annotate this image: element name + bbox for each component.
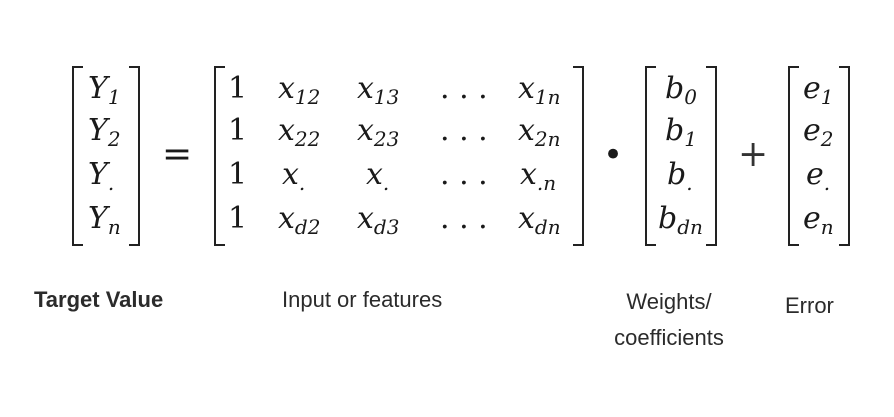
y-vector-entry: Yn <box>88 201 121 239</box>
e-vector-right-bracket <box>839 66 850 246</box>
x-matrix-entry: x. <box>282 157 306 195</box>
x-matrix-entry: xdn <box>518 201 561 239</box>
x-matrix-entry: x2n <box>518 113 561 151</box>
x-matrix-entry: x22 <box>278 113 321 151</box>
x-matrix-entry: x1n <box>518 71 561 109</box>
b-vector-entry: b0 <box>665 71 697 109</box>
e-vector-entry: e1 <box>803 71 834 109</box>
x-matrix-entry: x.n <box>520 157 557 195</box>
x-matrix-ellipsis: . . . <box>440 201 488 236</box>
x-matrix-entry: x13 <box>357 71 400 109</box>
dot-operator: • <box>603 135 624 175</box>
x-matrix-entry: xd2 <box>278 201 321 239</box>
weights-label-line1: Weights/ <box>626 289 712 314</box>
input-features-label: Input or features <box>282 287 443 312</box>
x-matrix-ellipsis: . . . <box>440 71 488 106</box>
b-vector-right-bracket <box>706 66 717 246</box>
x-matrix-entry: x12 <box>278 71 321 109</box>
x-matrix-left-bracket <box>214 66 225 246</box>
x-matrix-entry: 1 <box>228 157 248 192</box>
e-vector-entry: en <box>803 201 834 239</box>
x-matrix-ellipsis: . . . <box>440 157 488 192</box>
y-vector-entry: Y1 <box>88 71 121 109</box>
weights-label: Weights/ coefficients <box>600 284 738 356</box>
y-vector-right-bracket <box>129 66 140 246</box>
b-vector-entry: bdn <box>658 201 703 239</box>
e-vector-entry: e2 <box>803 113 834 151</box>
y-vector-entry: Y. <box>88 157 115 195</box>
plus-sign: + <box>738 134 769 175</box>
x-matrix-entry: 1 <box>228 201 248 236</box>
x-matrix-entry: x. <box>366 157 390 195</box>
error-label: Error <box>785 293 834 318</box>
weights-label-line2: coefficients <box>614 325 724 350</box>
x-matrix-entry: x23 <box>357 113 400 151</box>
e-vector-left-bracket <box>788 66 799 246</box>
x-matrix-right-bracket <box>573 66 584 246</box>
b-vector-entry: b. <box>667 157 693 195</box>
x-matrix-entry: 1 <box>228 71 248 106</box>
x-matrix-ellipsis: . . . <box>440 113 488 148</box>
y-vector-left-bracket <box>72 66 83 246</box>
x-matrix-entry: xd3 <box>357 201 400 239</box>
target-value-label: Target Value <box>34 287 164 312</box>
b-vector-entry: b1 <box>665 113 697 151</box>
equals-sign: = <box>162 134 193 175</box>
e-vector-entry: e. <box>806 157 831 195</box>
y-vector-entry: Y2 <box>88 113 121 151</box>
b-vector-left-bracket <box>645 66 656 246</box>
x-matrix-entry: 1 <box>228 113 248 148</box>
